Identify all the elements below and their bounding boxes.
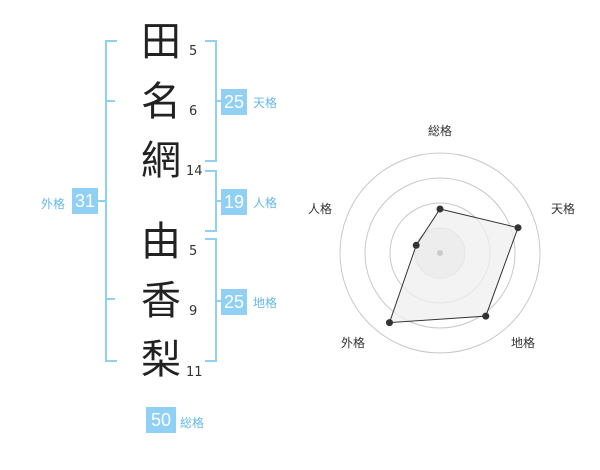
stroke-count-4: 5 (189, 244, 198, 259)
stroke-count-5: 9 (189, 304, 198, 319)
gaikaku-label: 外格 (41, 197, 66, 211)
radar-point-4 (386, 319, 393, 327)
radar-label-gaikaku: 外格 (341, 336, 366, 350)
gaikaku-connector (98, 200, 106, 202)
stroke-count-2: 6 (189, 104, 198, 119)
tenkaku-connector (215, 100, 221, 102)
gaikaku-bracket (105, 40, 117, 362)
radar-point-2 (514, 224, 522, 232)
gaikaku-badge: 31 (72, 188, 98, 214)
jinkaku-label: 人格 (253, 196, 278, 210)
radar-point-1 (436, 205, 444, 213)
radar-ring (339, 152, 541, 354)
name-char-2: 名 (141, 79, 181, 125)
tenkaku-badge: 25 (221, 89, 247, 115)
radar-points (386, 205, 522, 327)
jinkaku-badge: 19 (221, 189, 247, 215)
name-char-1: 田 (141, 19, 181, 65)
name-char-4: 由 (141, 219, 181, 265)
name-char-3: 網 (141, 138, 181, 184)
chikaku-connector (215, 300, 221, 302)
radar-label-jinkaku: 人格 (308, 202, 333, 216)
chikaku-label: 地格 (253, 296, 278, 310)
stroke-count-1: 5 (189, 44, 198, 59)
chikaku-badge: 25 (221, 289, 247, 315)
radar-point-3 (482, 312, 490, 320)
name-char-5: 香 (141, 278, 181, 324)
radar-ring (364, 177, 516, 329)
radar-center-dot (437, 250, 443, 256)
radar-shape (388, 208, 519, 324)
stroke-count-3: 14 (186, 164, 203, 179)
name-char-6: 梨 (141, 337, 181, 383)
gaikaku-tick-bottom (105, 298, 115, 300)
stroke-count-6: 11 (186, 365, 203, 380)
radar-label-tenkaku: 天格 (551, 202, 576, 216)
tenkaku-label: 天格 (253, 96, 278, 110)
radar-label-soukaku: 総格 (428, 124, 453, 138)
soukaku-label: 総格 (180, 416, 205, 430)
jinkaku-connector (215, 200, 221, 202)
soukaku-badge: 50 (146, 407, 176, 433)
gaikaku-tick-top (105, 100, 115, 102)
radar-point-5 (412, 241, 420, 249)
radar-label-chikaku: 地格 (511, 336, 536, 350)
